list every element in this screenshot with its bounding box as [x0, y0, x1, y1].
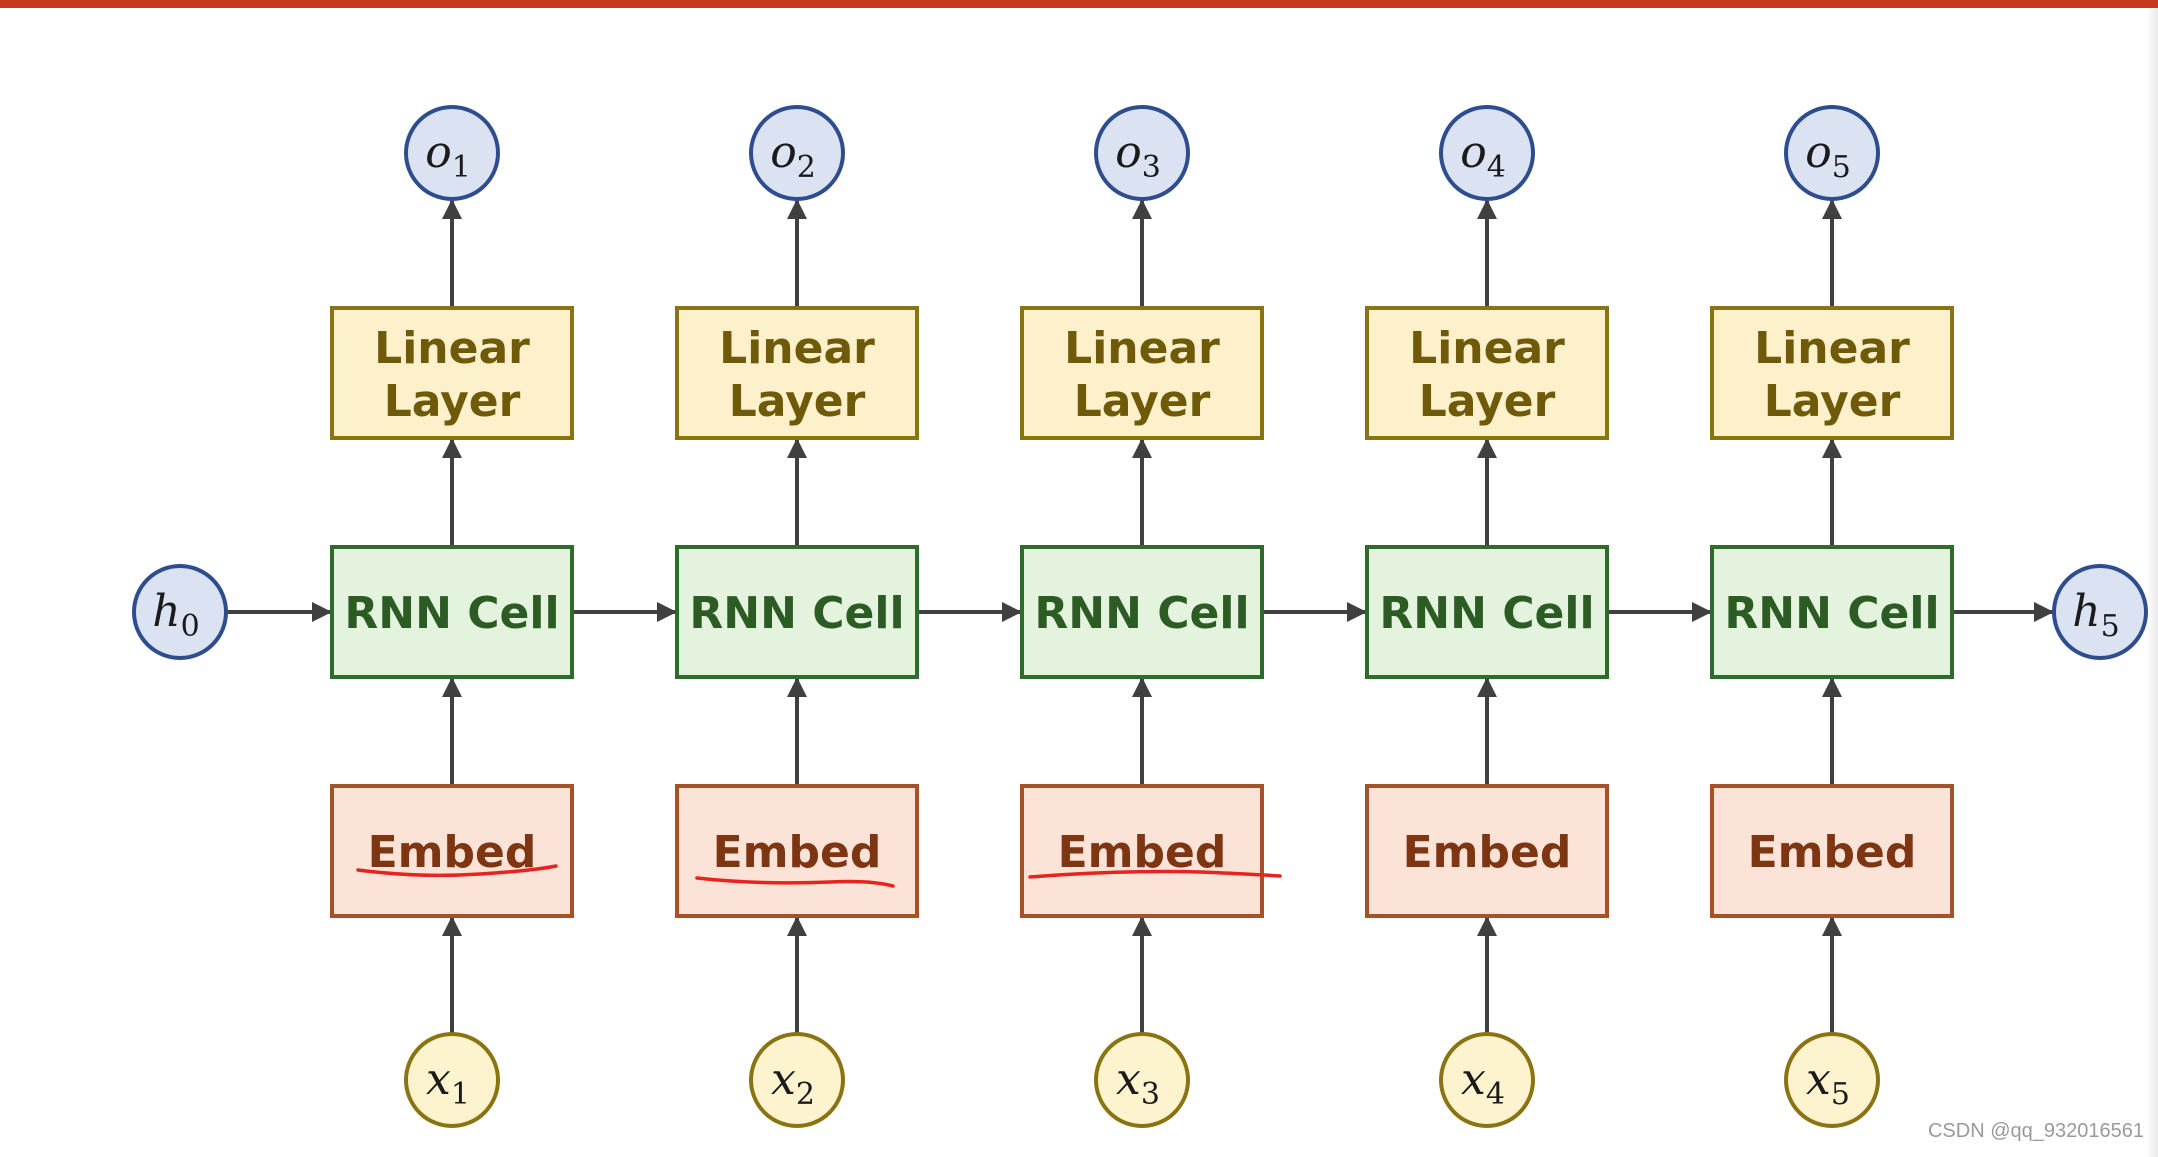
watermark: CSDN @qq_932016561: [1927, 1120, 2144, 1142]
embed-label-4: Embed: [1403, 827, 1572, 878]
output-node-o3-circle: [1094, 105, 1190, 201]
embed-label-5: Embed: [1748, 827, 1917, 878]
embed-box-5: [1710, 784, 1954, 918]
output-node-o2-label: o2: [770, 127, 816, 185]
linear-layer-box-5: [1710, 306, 1954, 440]
linear-layer-label-4-line2: Layer: [1419, 376, 1556, 427]
embed-label-2: Embed: [713, 827, 882, 878]
linear-layer-label-5-line1: Linear: [1754, 323, 1910, 374]
hidden-node-h5-circle: [2052, 564, 2148, 660]
linear-layer-box-3: [1020, 306, 1264, 440]
linear-layer-label-4-line1: Linear: [1409, 323, 1565, 374]
input-node-x5-label: x5: [1806, 1054, 1850, 1112]
linear-layer-label-3-line1: Linear: [1064, 323, 1220, 374]
linear-layer-box-4: [1365, 306, 1609, 440]
linear-layer-label-3-line2: Layer: [1074, 376, 1211, 427]
rnn-cell-label-5: RNN Cell: [1724, 588, 1939, 639]
input-node-x3-circle: [1094, 1032, 1190, 1128]
input-node-x5-circle: [1784, 1032, 1880, 1128]
right-edge-shade: [2146, 8, 2158, 1157]
embed-label-1: Embed: [368, 827, 537, 878]
input-node-x1-label: x1: [426, 1054, 470, 1112]
rnn-cell-label-2: RNN Cell: [689, 588, 904, 639]
embed-box-4: [1365, 784, 1609, 918]
hidden-node-h0-label: h0: [152, 586, 199, 644]
hidden-node-h0-circle: [132, 564, 228, 660]
embed-2-red-underline: [695, 876, 895, 888]
input-node-x3-label: x3: [1116, 1054, 1160, 1112]
output-node-o3-label: o3: [1115, 127, 1161, 185]
rnn-cell-box-5: [1710, 545, 1954, 679]
rnn-cell-box-3: [1020, 545, 1264, 679]
output-node-o5-circle: [1784, 105, 1880, 201]
rnn-cell-label-1: RNN Cell: [344, 588, 559, 639]
input-node-x4-label: x4: [1461, 1054, 1505, 1112]
embed-box-2: [675, 784, 919, 918]
linear-layer-label-1-line2: Layer: [384, 376, 521, 427]
top-accent-bar: [0, 0, 2158, 8]
embed-box-1: [330, 784, 574, 918]
output-node-o4-label: o4: [1460, 127, 1506, 185]
input-node-x4-circle: [1439, 1032, 1535, 1128]
rnn-cell-label-3: RNN Cell: [1034, 588, 1249, 639]
embed-label-3: Embed: [1058, 827, 1227, 878]
input-node-x2-label: x2: [771, 1054, 815, 1112]
linear-layer-label-2-line2: Layer: [729, 376, 866, 427]
rnn-cell-box-2: [675, 545, 919, 679]
linear-layer-label-1-line1: Linear: [374, 323, 530, 374]
hidden-node-h5-label: h5: [2072, 586, 2119, 644]
embed-box-3: [1020, 784, 1264, 918]
linear-layer-label-2-line1: Linear: [719, 323, 875, 374]
embed-3-red-underline: [1028, 869, 1282, 879]
embed-1-red-underline: [356, 864, 558, 878]
rnn-cell-box-1: [330, 545, 574, 679]
output-node-o1-circle: [404, 105, 500, 201]
linear-layer-label-5-line2: Layer: [1764, 376, 1901, 427]
output-node-o5-label: o5: [1805, 127, 1851, 185]
output-node-o1-label: o1: [425, 127, 471, 185]
rnn-cell-box-4: [1365, 545, 1609, 679]
output-node-o2-circle: [749, 105, 845, 201]
linear-layer-box-1: [330, 306, 574, 440]
rnn-cell-label-4: RNN Cell: [1379, 588, 1594, 639]
input-node-x1-circle: [404, 1032, 500, 1128]
input-node-x2-circle: [749, 1032, 845, 1128]
output-node-o4-circle: [1439, 105, 1535, 201]
linear-layer-box-2: [675, 306, 919, 440]
